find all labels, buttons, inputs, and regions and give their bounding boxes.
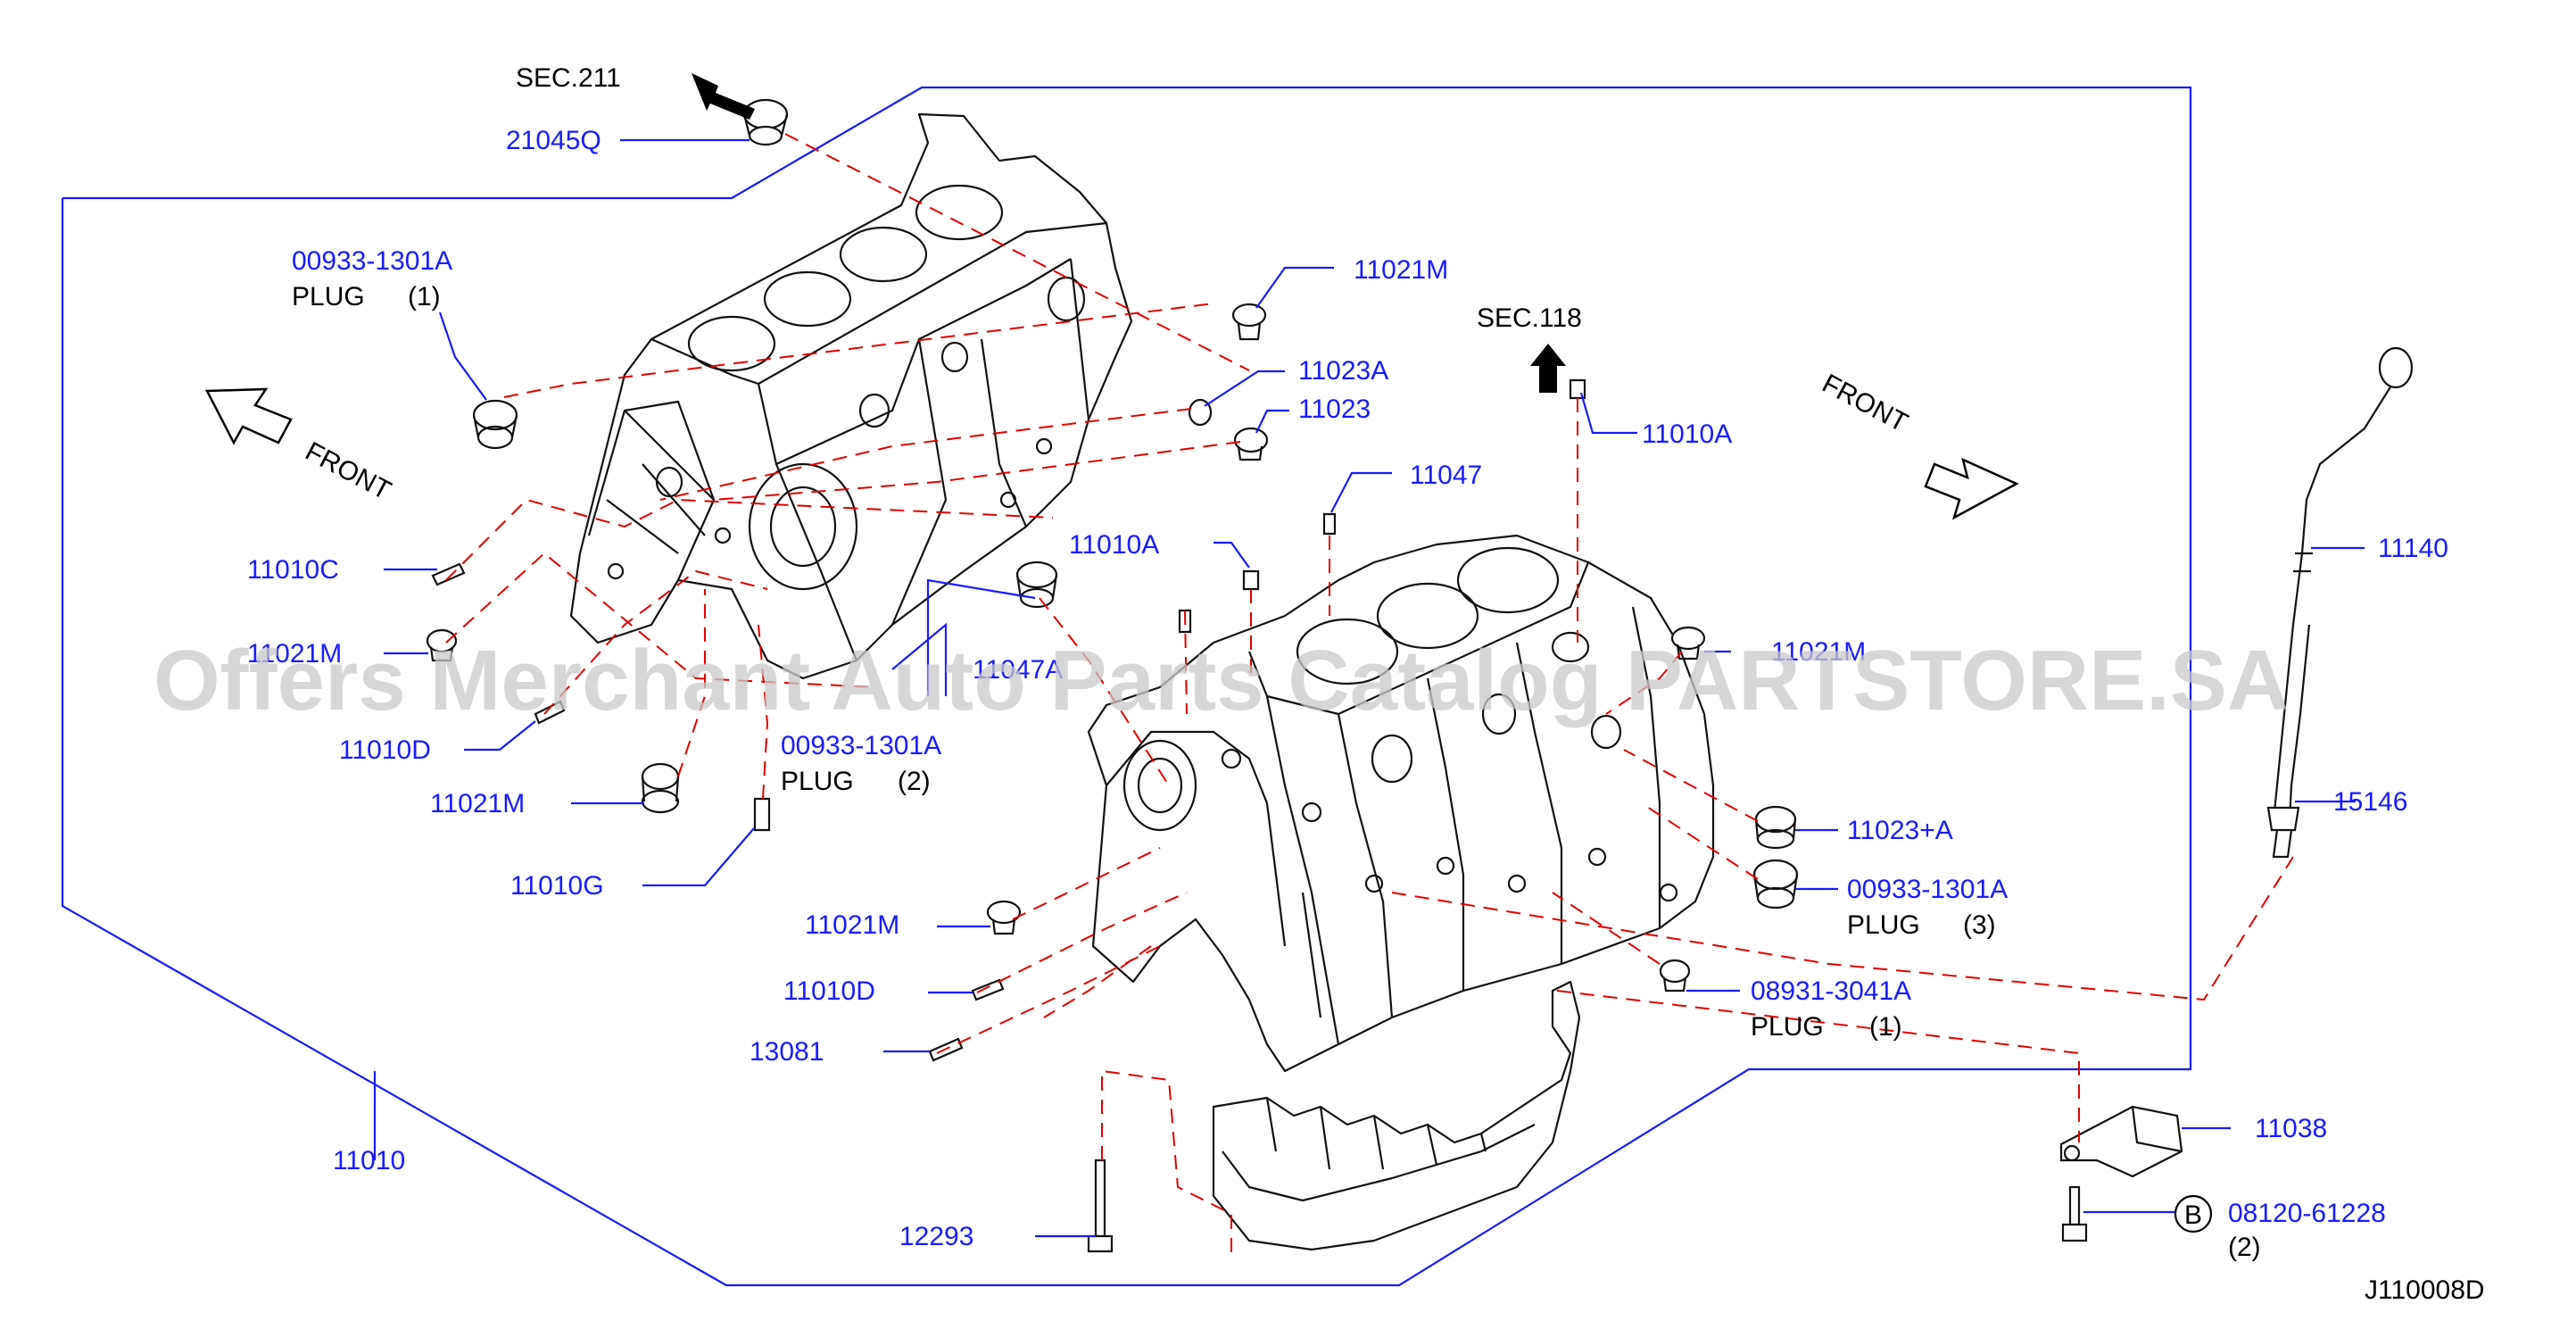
leader-lines xyxy=(373,138,2365,1238)
callout-11047a[interactable]: 11047A xyxy=(973,655,1063,685)
plug-qty-1: (1) xyxy=(408,282,441,311)
callout-11010[interactable]: 11010 xyxy=(333,1146,405,1175)
callout-13081[interactable]: 13081 xyxy=(750,1037,824,1067)
callout-00933-1301a-2[interactable]: 00933-1301A xyxy=(781,731,941,760)
arrows xyxy=(204,73,2019,520)
callout-11010d-right[interactable]: 11010D xyxy=(783,976,875,1006)
watermark-text: Offers Merchant Auto Parts Catalog PARTS… xyxy=(153,633,2289,728)
b-marker-icon: B xyxy=(2174,1194,2213,1233)
callout-11021m-right[interactable]: 11021M xyxy=(1771,637,1866,667)
front-arrow-right-icon xyxy=(1924,457,2019,520)
plug-label-4: PLUG xyxy=(1751,1012,1824,1042)
b-marker-label: B xyxy=(2184,1200,2202,1230)
callout-11047[interactable]: 11047 xyxy=(1410,461,1482,490)
callout-11021m-bottom[interactable]: 11021M xyxy=(805,910,899,940)
callout-11010a-right[interactable]: 11010A xyxy=(1642,419,1732,449)
callout-11140[interactable]: 11140 xyxy=(2378,534,2448,563)
callout-00933-1301a-3[interactable]: 00933-1301A xyxy=(1847,875,2008,904)
assembly-guide-lines xyxy=(445,133,2294,1258)
callout-11010c[interactable]: 11010C xyxy=(247,555,339,585)
callout-11038[interactable]: 11038 xyxy=(2255,1114,2327,1143)
callout-11010g[interactable]: 11010G xyxy=(510,871,604,901)
callout-11023a[interactable]: 11023A xyxy=(1298,356,1388,386)
callout-11021m-bottom-left[interactable]: 11021M xyxy=(430,789,525,818)
front-label-left: FRONT xyxy=(301,436,396,506)
bolt-qty: (2) xyxy=(2228,1233,2261,1262)
callout-11023[interactable]: 11023 xyxy=(1298,395,1371,424)
small-parts xyxy=(426,98,2414,1253)
plug-label-3: PLUG xyxy=(1847,910,1920,940)
callout-21045q[interactable]: 21045Q xyxy=(506,126,601,155)
callout-11023-plus-a[interactable]: 11023+A xyxy=(1847,816,1953,845)
callout-11010d-left[interactable]: 11010D xyxy=(339,735,431,765)
front-label-right: FRONT xyxy=(1818,369,1913,438)
callout-12293[interactable]: 12293 xyxy=(899,1222,973,1251)
plug-qty-3: (3) xyxy=(1963,910,1996,940)
cylinder-block-front-view xyxy=(1087,534,1715,1073)
diagram-code: J110008D xyxy=(2365,1275,2485,1305)
front-arrow-left-icon xyxy=(204,387,293,445)
plug-qty-4: (1) xyxy=(1869,1012,1902,1042)
sec-211-label: SEC.211 xyxy=(516,63,621,93)
callout-15146[interactable]: 15146 xyxy=(2333,787,2407,817)
ladder-frame xyxy=(1212,980,1581,1251)
callout-08931-3041a[interactable]: 08931-3041A xyxy=(1751,976,1911,1006)
plug-label-1: PLUG xyxy=(292,282,365,311)
callout-11021m-top[interactable]: 11021M xyxy=(1354,255,1448,285)
plug-label-2: PLUG xyxy=(781,767,854,796)
assembly-group-frame xyxy=(61,86,2192,1287)
sec-118-label: SEC.118 xyxy=(1477,303,1582,333)
callout-11021m-left[interactable]: 11021M xyxy=(247,639,342,669)
callout-11010a-middle[interactable]: 11010A xyxy=(1069,530,1159,560)
plug-qty-2: (2) xyxy=(898,767,931,796)
sec211-arrow-icon xyxy=(692,73,755,120)
callout-08120-61228[interactable]: 08120-61228 xyxy=(2228,1199,2386,1228)
sec118-arrow-icon xyxy=(1530,344,1566,393)
callout-00933-1301a-1[interactable]: 00933-1301A xyxy=(292,246,452,276)
